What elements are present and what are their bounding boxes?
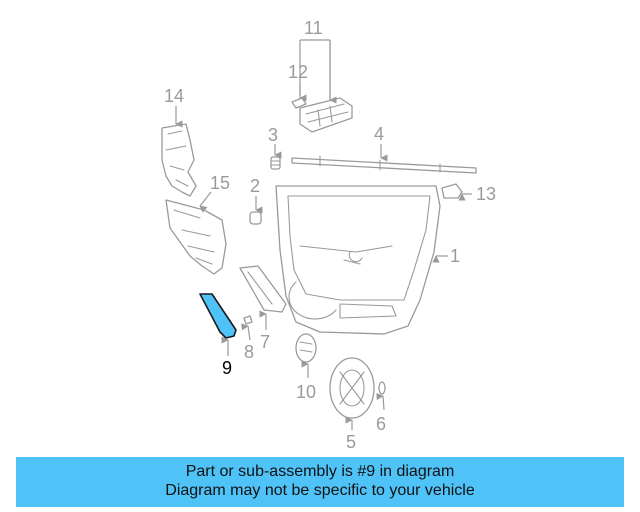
callout-5: 5 xyxy=(346,432,356,452)
part-7-trim xyxy=(239,265,287,313)
part-5-speaker xyxy=(329,357,375,419)
callout-2: 2 xyxy=(250,176,260,196)
callout-10: 10 xyxy=(296,382,316,402)
part-8-clip xyxy=(243,315,253,325)
callout-labels: 14 15 11 12 3 4 13 1 2 7 9 8 10 5 6 xyxy=(164,18,496,452)
part-14-insulator xyxy=(161,123,197,197)
banner-line-2: Diagram may not be specific to your vehi… xyxy=(165,482,475,499)
callout-7: 7 xyxy=(260,332,270,352)
callout-8: 8 xyxy=(244,342,254,362)
callout-14: 14 xyxy=(164,86,184,106)
callout-4: 4 xyxy=(374,124,384,144)
callout-12: 12 xyxy=(288,62,308,82)
part-1-door-panel xyxy=(275,185,441,335)
callout-1: 1 xyxy=(450,246,460,266)
part-15-insulator xyxy=(165,199,227,275)
part-3-fastener xyxy=(270,156,281,170)
callout-3: 3 xyxy=(268,125,278,145)
leader-lines xyxy=(175,39,472,430)
info-banner: Part or sub-assembly is #9 in diagram Di… xyxy=(16,457,624,507)
callout-6: 6 xyxy=(376,414,386,434)
parts-diagram: 14 15 11 12 3 4 13 1 2 7 9 8 10 5 6 xyxy=(161,18,496,452)
part-6-clip xyxy=(378,381,386,395)
part-2-fastener xyxy=(249,211,262,225)
callout-9: 9 xyxy=(222,358,232,378)
callout-15: 15 xyxy=(210,173,230,193)
part-4-weatherstrip xyxy=(291,155,477,174)
part-13-clip xyxy=(441,183,463,199)
part-11-switch xyxy=(299,97,353,133)
callout-11: 11 xyxy=(304,18,323,38)
part-9-trim-strip xyxy=(199,293,237,339)
part-10-grille xyxy=(295,333,317,363)
banner-line-1: Part or sub-assembly is #9 in diagram xyxy=(185,463,455,480)
callout-13: 13 xyxy=(476,184,496,204)
